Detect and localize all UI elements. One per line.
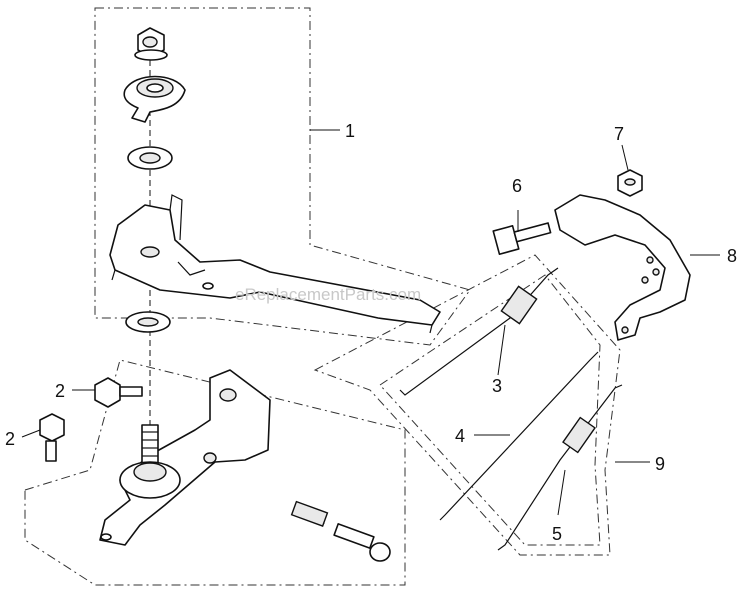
callout-6: 6 (512, 176, 522, 196)
hex-nut (617, 169, 643, 197)
callout-8: 8 (727, 246, 737, 266)
washer-lower (125, 311, 171, 333)
control-lever (109, 194, 441, 334)
governor-spring (399, 267, 559, 396)
flange-bolt-lower (39, 413, 65, 462)
leader-lines (21, 129, 720, 516)
link-spring (497, 384, 623, 551)
callout-5: 5 (552, 524, 562, 544)
cam-washer (123, 75, 186, 123)
callout-labels: 1 2 2 3 4 5 6 7 8 9 (5, 121, 737, 544)
callout-2a: 2 (55, 381, 65, 401)
group-2-outline (24, 359, 406, 586)
control-bracket (99, 369, 271, 546)
flange-bolt-upper (94, 377, 143, 408)
flange-nut-top (134, 27, 168, 61)
group-1-outline (94, 7, 471, 346)
group-outlines (24, 7, 621, 586)
adjust-screw (333, 523, 391, 562)
group-9-outline-inner (379, 274, 601, 546)
callout-3: 3 (492, 376, 502, 396)
watermark-text: eReplacementParts.com (235, 285, 421, 304)
washer-upper (127, 146, 173, 170)
tension-spring (290, 500, 329, 527)
callout-7: 7 (614, 124, 624, 144)
callout-1: 1 (345, 121, 355, 141)
group-9-outline (313, 254, 621, 556)
callout-9: 9 (655, 454, 665, 474)
callout-2b: 2 (5, 429, 15, 449)
callout-4: 4 (455, 426, 465, 446)
threaded-stud (119, 424, 181, 499)
governor-bracket (554, 194, 691, 341)
link-rod (439, 351, 599, 521)
carriage-bolt (492, 222, 552, 255)
